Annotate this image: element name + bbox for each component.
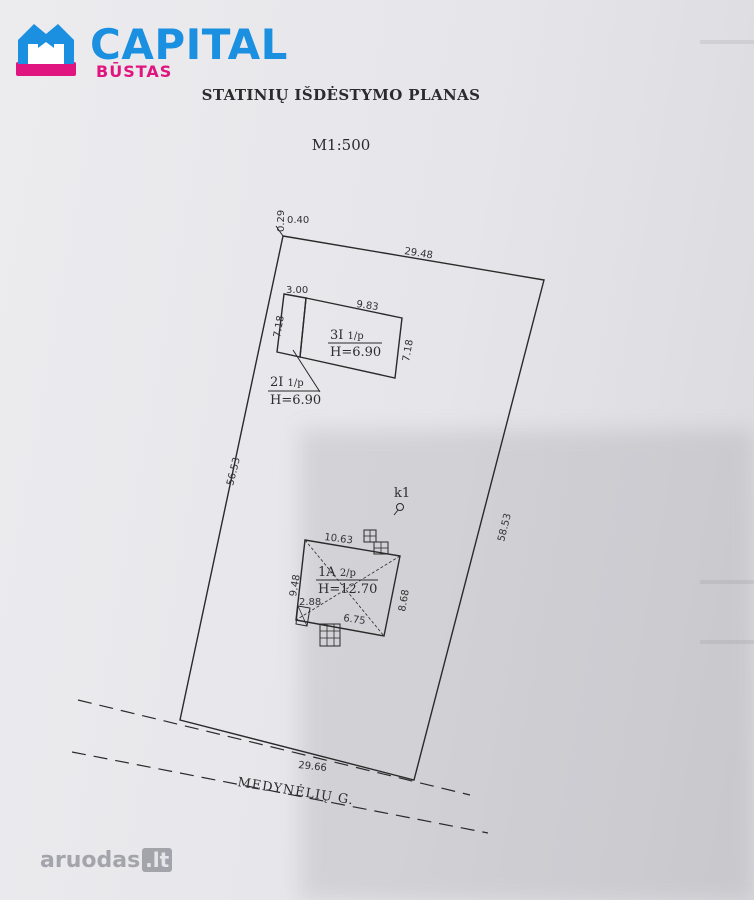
dim-1a-height-right: 8.68 bbox=[397, 589, 412, 613]
offset-tick bbox=[275, 225, 284, 237]
code-text: 1A bbox=[318, 565, 336, 580]
code-text: 3I bbox=[330, 328, 343, 343]
watermark-suffix: .lt bbox=[142, 848, 173, 872]
dim-offset-b: 0.29 bbox=[276, 210, 287, 232]
building-3i-code: 3I 1/p bbox=[330, 328, 364, 343]
logo-subtitle: BŪSTAS bbox=[96, 62, 173, 81]
dim-1a-height-left: 9.48 bbox=[288, 574, 303, 598]
well-icon bbox=[396, 503, 404, 511]
dim-left: 56.53 bbox=[225, 456, 243, 486]
building-3i-outline bbox=[299, 297, 403, 379]
dim-right: 58.53 bbox=[496, 512, 514, 542]
building-2i-code: 2I 1/p bbox=[270, 375, 304, 390]
dim-top: 29.48 bbox=[404, 246, 434, 261]
scale-label: M1:500 bbox=[311, 136, 371, 154]
building-1a-outline bbox=[295, 539, 401, 637]
building-2i-leader bbox=[292, 349, 321, 393]
entrance-box bbox=[295, 605, 311, 627]
dim-bottom: 29.66 bbox=[298, 760, 328, 774]
photo-shadow bbox=[300, 430, 754, 900]
code-text: 2I bbox=[270, 375, 283, 390]
roof-ridge-line bbox=[304, 539, 385, 637]
fraction-text: 1/p bbox=[348, 331, 364, 342]
building-2i-height: H=6.90 bbox=[270, 393, 321, 408]
dim-1a-inner-a: 2.88 bbox=[299, 597, 321, 608]
faded-text-line bbox=[700, 580, 754, 584]
porch-stairs-icon bbox=[319, 623, 341, 647]
building-1a-code: 1A 2/p bbox=[318, 565, 356, 580]
plot-boundary bbox=[179, 235, 545, 781]
dim-1a-width: 10.63 bbox=[324, 532, 354, 546]
building-1a-height: H=12.70 bbox=[318, 582, 377, 597]
document-title: STATINIŲ IŠDĖSTYMO PLANAS bbox=[201, 86, 481, 104]
dim-3i-width: 9.83 bbox=[356, 299, 380, 313]
logo-name: CAPITAL bbox=[90, 20, 288, 69]
house-logo-icon bbox=[16, 24, 76, 76]
chimney-stairs-icon bbox=[363, 529, 389, 555]
faded-text-line bbox=[700, 640, 754, 644]
watermark-text: aruodas bbox=[40, 848, 141, 873]
dim-3i-height-left: 7.18 bbox=[272, 315, 287, 339]
building-3i-height: H=6.90 bbox=[330, 345, 381, 360]
street-edge-line bbox=[71, 751, 489, 834]
dim-1a-inner-b: 6.75 bbox=[343, 613, 367, 627]
street-name: MEDYNĖLIŲ G. bbox=[236, 773, 355, 808]
well-marker-tail bbox=[393, 509, 399, 516]
well-label: k1 bbox=[394, 486, 410, 501]
dim-2i-width: 3.00 bbox=[286, 285, 308, 296]
dim-3i-height-right: 7.18 bbox=[401, 339, 416, 363]
entrance-diagonal bbox=[297, 605, 308, 627]
dim-offset-a: 0.40 bbox=[287, 215, 309, 226]
faded-text-line bbox=[700, 40, 754, 44]
street-edge-line bbox=[77, 699, 471, 796]
roof-ridge-line bbox=[295, 555, 401, 621]
fraction-text: 1/p bbox=[288, 378, 304, 389]
aruodas-watermark: aruodas.lt bbox=[40, 848, 173, 873]
capital-logo: CAPITAL BŪSTAS bbox=[14, 14, 287, 81]
fraction-text: 2/p bbox=[340, 568, 356, 579]
